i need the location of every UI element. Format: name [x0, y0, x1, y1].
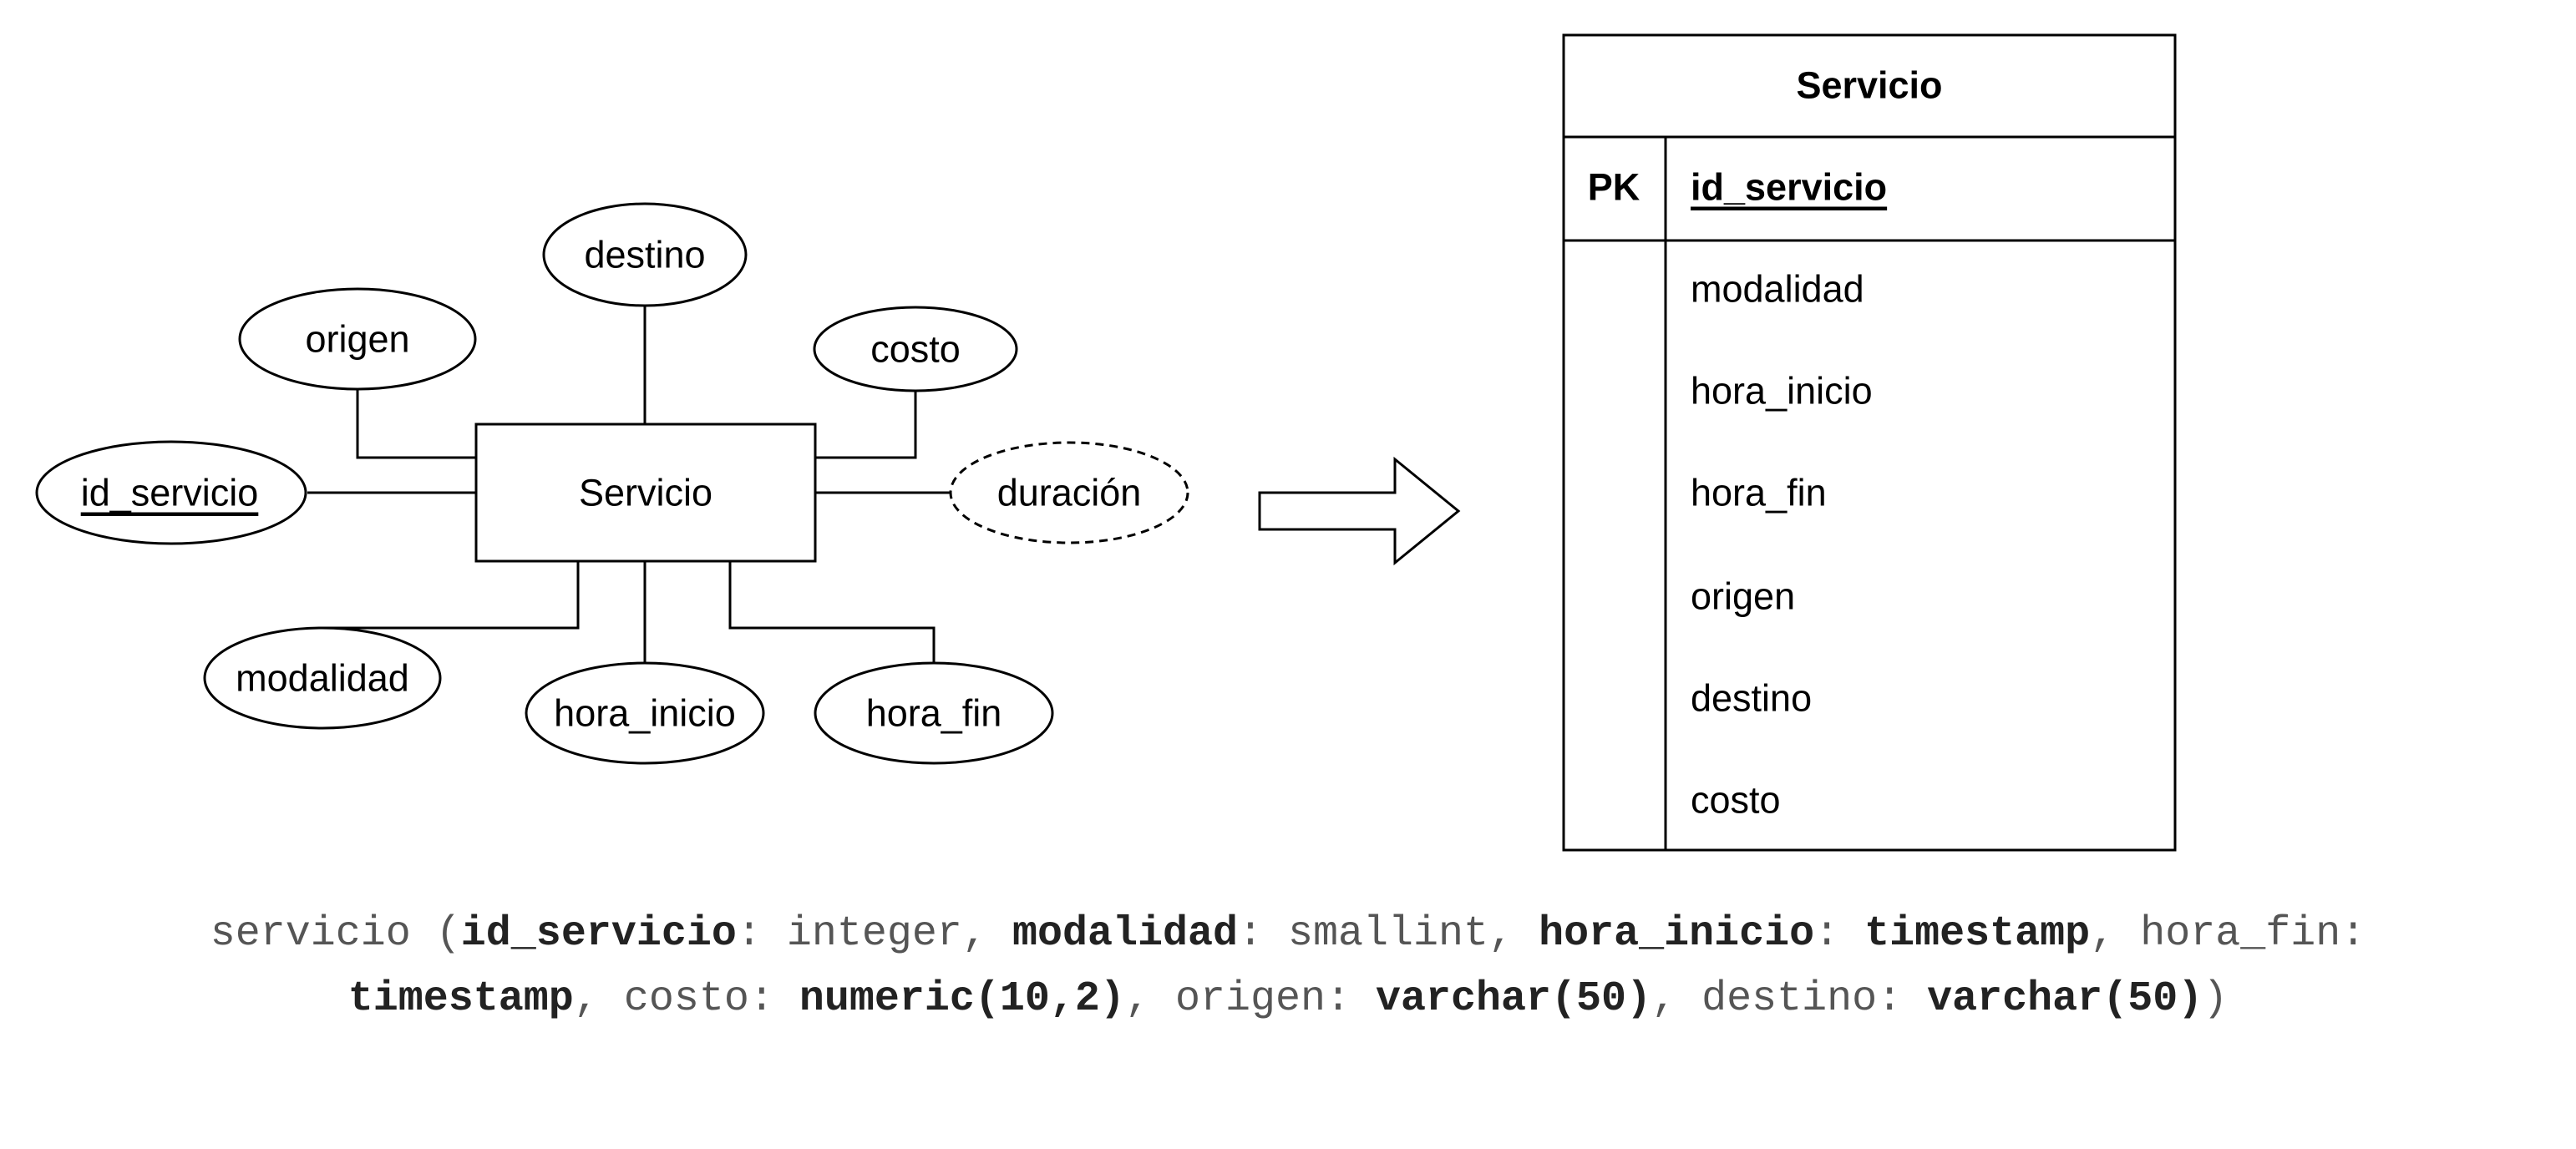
schema-line-2: timestamp, costo: numeric(10,2), origen:… [347, 975, 2229, 1023]
schema-attr-type: timestamp [1864, 910, 2091, 958]
table-field: destino [1691, 677, 1812, 720]
attr-origen-ellipse [238, 287, 477, 391]
entity-servicio-box [474, 423, 817, 563]
attr-duracion-ellipse [949, 441, 1189, 544]
schema-attr-name: costo [623, 975, 749, 1023]
table-pk-label: PK [1588, 166, 1640, 209]
schema-attr-name: destino [1701, 975, 1878, 1023]
attr-costo-ellipse [813, 306, 1018, 392]
table-field: modalidad [1691, 268, 1864, 311]
relational-schema-text: servicio (id_servicio: integer, modalida… [0, 902, 2576, 1032]
schema-attr-name: hora_fin [2140, 910, 2341, 958]
schema-relation-name: servicio [210, 910, 411, 958]
attr-id-servicio-label: id_servicio [81, 472, 259, 514]
table-field: origen [1691, 575, 1795, 618]
schema-attr-name: origen [1174, 975, 1326, 1023]
attr-id-servicio-ellipse [35, 440, 307, 545]
schema-attr-name: modalidad [1012, 910, 1238, 958]
attr-hora-fin-ellipse [814, 661, 1054, 765]
attr-duracion-label: duración [997, 472, 1142, 514]
attr-hora-fin-label: hora_fin [866, 692, 1002, 735]
schema-attr-type: timestamp [347, 975, 574, 1023]
schema-attr-type: integer [786, 910, 962, 958]
attr-hora-inicio-ellipse [525, 661, 765, 765]
connector-hora-fin [728, 561, 936, 666]
attr-costo-label: costo [870, 328, 961, 371]
attr-hora-inicio-label: hora_inicio [554, 692, 736, 735]
schema-attr-type: smallint [1288, 910, 1489, 958]
transform-arrow [1258, 456, 1461, 566]
attr-origen-label: origen [305, 318, 409, 361]
connector-costo [815, 391, 917, 459]
table-field: hora_inicio [1691, 370, 1873, 413]
schema-attr-type: varchar(50) [1927, 975, 2203, 1023]
attr-destino-label: destino [584, 234, 705, 276]
schema-attr-name: id_servicio [460, 910, 737, 958]
schema-attr-name: hora_inicio [1539, 910, 1815, 958]
attr-modalidad-label: modalidad [236, 657, 409, 700]
attr-modalidad-ellipse [203, 626, 442, 730]
table-frame [1562, 33, 2177, 852]
connector-origen [356, 389, 476, 459]
table-field: costo [1691, 779, 1781, 822]
entity-servicio-label: Servicio [579, 472, 712, 514]
schema-attr-type: numeric(10,2) [799, 975, 1125, 1023]
connector-modalidad [322, 561, 580, 630]
table-title: Servicio [1796, 64, 1942, 107]
schema-attr-type: varchar(50) [1376, 975, 1652, 1023]
attr-destino-ellipse [542, 202, 748, 307]
table-pk-field: id_servicio [1691, 166, 1887, 209]
table-field: hora_fin [1691, 472, 1827, 514]
schema-line-1: servicio (id_servicio: integer, modalida… [210, 910, 2366, 958]
